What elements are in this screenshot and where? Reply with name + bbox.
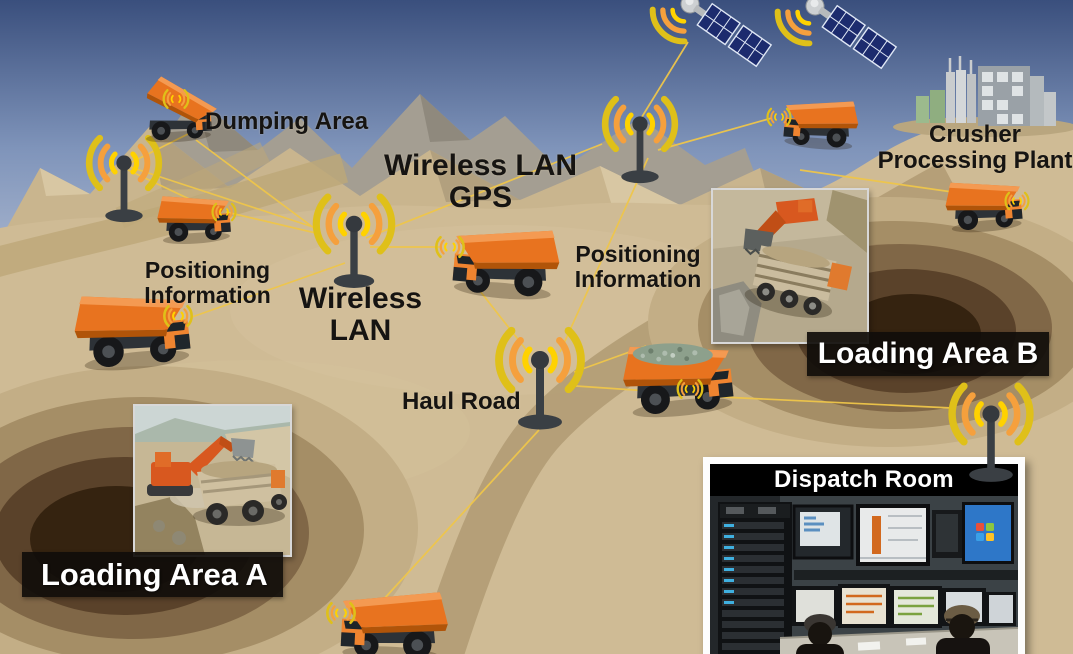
wifi-antenna-icon (948, 382, 1034, 482)
dispatcher-person (796, 614, 844, 654)
loading-area-b-photo (711, 188, 869, 344)
loading-area-a-banner: Loading Area A (22, 552, 283, 597)
loading-area-b-text: Loading Area B (817, 337, 1039, 370)
dispatcher-person (936, 605, 990, 654)
loading-photo-a-scene (135, 406, 290, 555)
wireless-links (127, 41, 1009, 613)
dispatch-antenna-layer (948, 382, 1034, 482)
dispatch-room-scene (710, 496, 1018, 654)
loading-area-b-banner: Loading Area B (807, 332, 1049, 376)
windows-logo-icon (976, 523, 994, 541)
loading-area-a-photo (133, 404, 292, 557)
loading-photo-b-scene (713, 190, 867, 342)
dispatch-room-inset: Dispatch Room (703, 457, 1025, 654)
dispatch-room-title: Dispatch Room (710, 464, 1018, 496)
loading-area-a-text: Loading Area A (41, 557, 268, 592)
crusher-plant (893, 56, 1073, 137)
